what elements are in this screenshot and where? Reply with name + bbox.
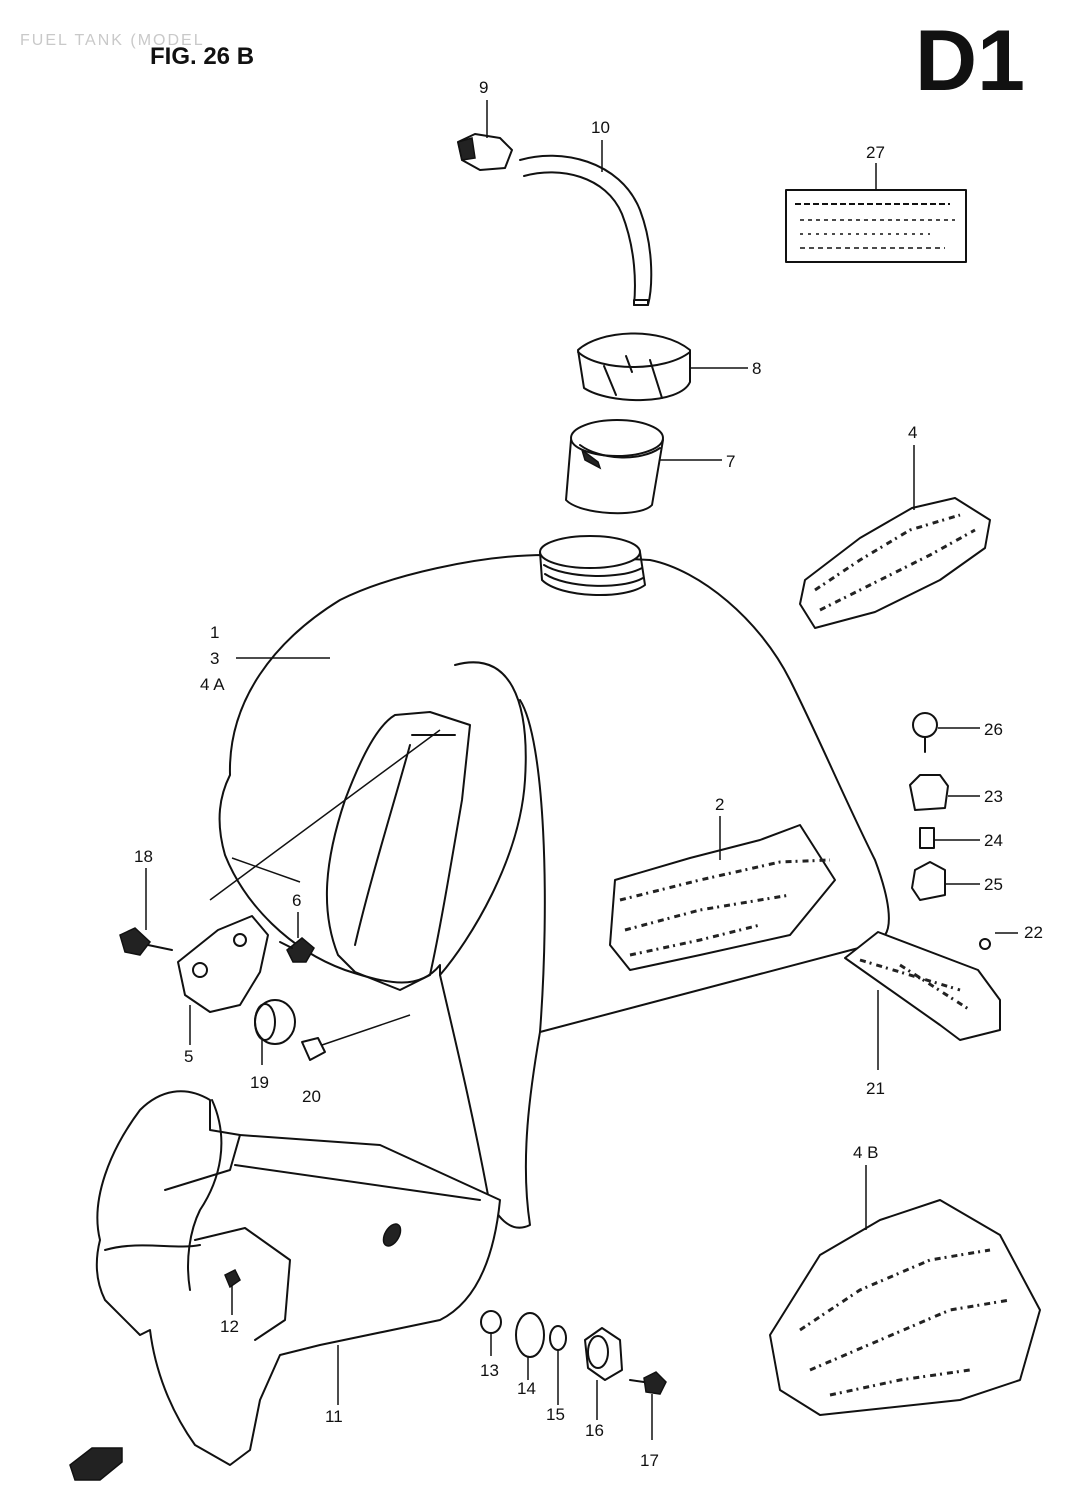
callout-8: 8 [752, 359, 761, 378]
callout-5: 5 [184, 1047, 193, 1066]
callout-4b: 4 B [853, 1143, 879, 1162]
callout-22: 22 [1024, 923, 1043, 942]
callout-27: 27 [866, 143, 885, 162]
part-11-tank-cover [95, 1090, 501, 1466]
callout-12: 12 [220, 1317, 239, 1336]
corner-stamp-mark [69, 1447, 123, 1481]
part-12-screw [224, 1268, 241, 1315]
part-21-rear-bracket [844, 931, 1001, 1070]
part-6-screw [279, 912, 315, 963]
callout-15: 15 [546, 1405, 565, 1424]
part-5-petcock-bracket [177, 915, 269, 1045]
callout-4a: 4 A [200, 675, 225, 694]
callout-14: 14 [517, 1379, 536, 1398]
part-4b-emblem [769, 1165, 1041, 1416]
part-19-grommet [254, 999, 296, 1065]
part-16-cushion [584, 1327, 623, 1420]
callout-7: 7 [726, 452, 735, 471]
callout-20: 20 [302, 1087, 321, 1106]
part-22-bolt [979, 932, 1018, 950]
callout-19: 19 [250, 1073, 269, 1092]
callout-9: 9 [479, 78, 488, 97]
part-15-collar [549, 1325, 567, 1405]
callout-18: 18 [134, 847, 153, 866]
part-17-bolt [629, 1371, 667, 1440]
callout-16: 16 [585, 1421, 604, 1440]
callout-21: 21 [866, 1079, 885, 1098]
part-10-breather-hose [519, 140, 653, 306]
callout-25: 25 [984, 875, 1003, 894]
callout-10: 10 [591, 118, 610, 137]
callout-1: 1 [210, 623, 219, 642]
callout-11: 11 [325, 1407, 343, 1426]
faint-title: FUEL TANK (MODEL [20, 32, 205, 49]
part-24-collar [919, 827, 980, 849]
part-25-cushion [911, 861, 980, 901]
callout-24: 24 [984, 831, 1003, 850]
callout-17: 17 [640, 1451, 659, 1470]
callout-3: 3 [210, 649, 219, 668]
part-18-bolt [119, 868, 173, 956]
part-7-filler-neck [565, 419, 722, 515]
part-9-vent-cap [457, 100, 513, 171]
figure-label: FIG. 26 B [150, 43, 254, 70]
callout-23: 23 [984, 787, 1003, 806]
part-14-washer [515, 1312, 545, 1380]
callout-26: 26 [984, 720, 1003, 739]
part-8-fuel-cap [577, 332, 748, 401]
callout-4: 4 [908, 423, 917, 442]
section-code: D1 [915, 13, 1025, 109]
callout-13: 13 [480, 1361, 499, 1380]
callout-6: 6 [292, 891, 301, 910]
part-20-collar [301, 1014, 411, 1061]
part-13-grommet [480, 1310, 502, 1356]
part-26-bolt [912, 712, 980, 753]
part-4-emblem [799, 445, 991, 629]
part-23-cushion [909, 774, 980, 811]
part-27-caution-label [785, 163, 967, 263]
callout-2: 2 [715, 795, 724, 814]
part-1-fuel-tank [209, 535, 890, 1229]
